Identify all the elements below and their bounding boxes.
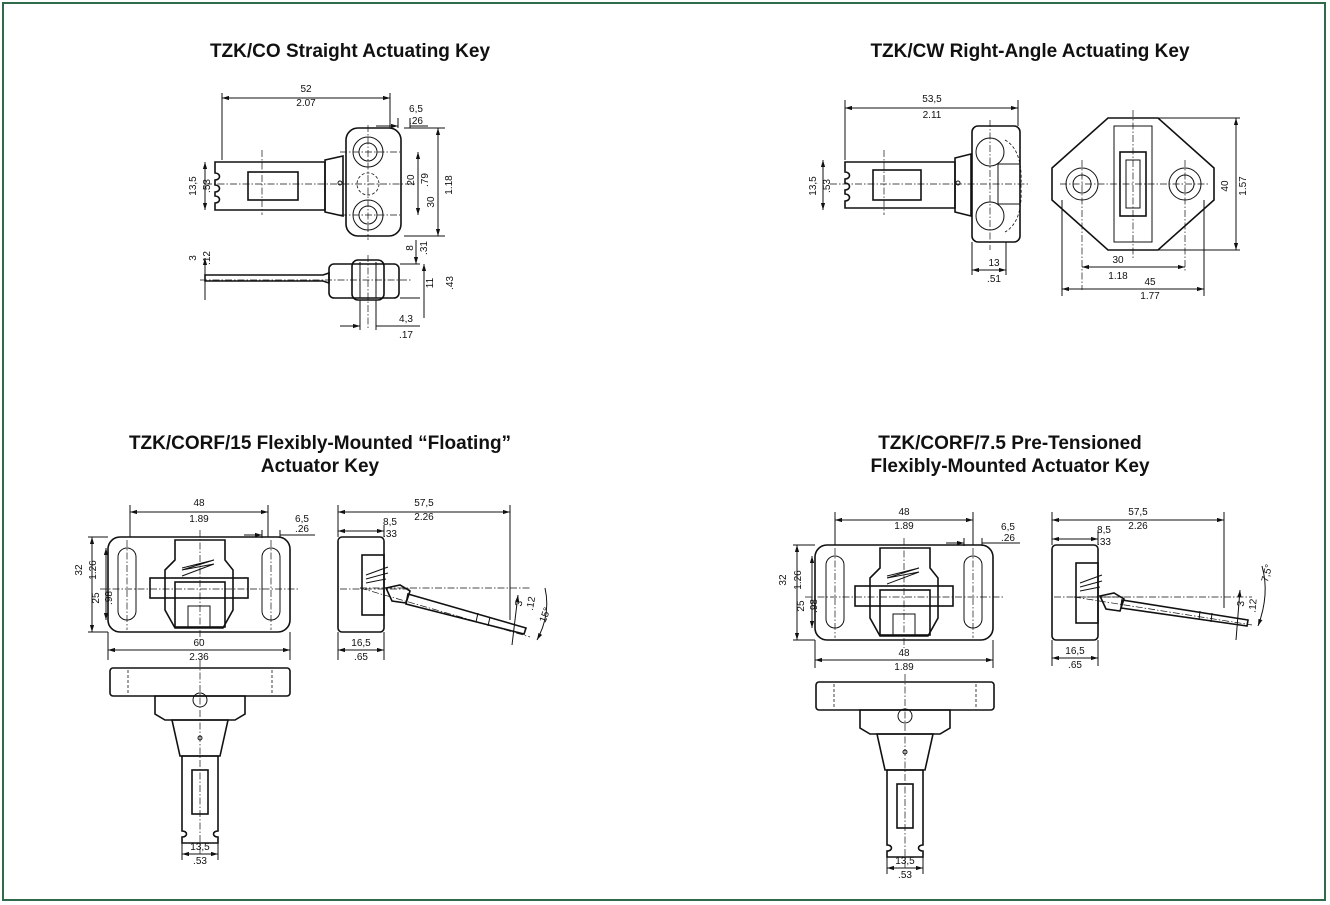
title-tzk-corf15: TZK/CORF/15 Flexibly-Mounted “Floating” …	[128, 433, 512, 477]
drawing-tzk-co-top	[202, 93, 445, 240]
dim-label: .33	[1097, 537, 1111, 548]
dims-tzk-cw-front: 30 1.18 45 1.77 40 1.57	[1108, 176, 1249, 302]
dim-label: 1.57	[1238, 176, 1249, 196]
dim-label: 60	[193, 638, 205, 649]
dim-label: 48	[898, 648, 910, 659]
dim-label: 11	[425, 277, 436, 288]
dim-label: 1.26	[793, 570, 804, 590]
dims-tzk-corf75-key: 13,5 .53	[895, 856, 915, 881]
dim-label: 30	[1112, 255, 1124, 266]
dim-label: .51	[987, 274, 1001, 285]
drawing-tzk-cw-side	[820, 100, 1030, 275]
dim-label: .31	[419, 241, 430, 255]
dim-label: 8,5	[1097, 525, 1111, 536]
dim-label: 4,3	[399, 314, 413, 325]
dim-label: .53	[202, 179, 213, 193]
dim-label: 20	[406, 174, 417, 186]
dim-label: 13,5	[188, 176, 199, 196]
drawing-tzk-corf75-side	[1051, 512, 1266, 666]
dim-label: 13,5	[808, 176, 819, 196]
dim-label: .53	[822, 179, 833, 193]
dim-label: 16,5	[351, 638, 371, 649]
drawing-tzk-corf15-side	[337, 505, 548, 660]
title-tzk-corf75: TZK/CORF/7.5 Pre-Tensioned Flexibly-Moun…	[870, 433, 1150, 477]
dim-label: 57,5	[414, 498, 434, 509]
drawing-tzk-co-side	[200, 240, 427, 330]
dim-label: 3	[514, 599, 526, 607]
dim-label: 8	[405, 245, 416, 251]
dim-label: .65	[1068, 660, 1082, 671]
dim-label: 6,5	[295, 514, 309, 525]
drawing-tzk-corf75-front	[793, 512, 1020, 668]
dim-label: 1.26	[88, 560, 99, 580]
dim-label: .12	[1247, 598, 1259, 613]
dim-label: 25	[91, 592, 102, 604]
dims-tzk-corf75-side: 57,5 2.26 8,5 .33 16,5 .65 3 .12 7,5°	[1065, 507, 1275, 671]
dim-label: .26	[1001, 533, 1015, 544]
dim-label: .43	[445, 276, 456, 290]
dim-label: .98	[809, 599, 820, 613]
dim-label: 3	[1236, 600, 1247, 607]
dim-label: 1.77	[1140, 291, 1160, 302]
dim-label: 40	[1220, 180, 1231, 192]
dim-label: .17	[399, 330, 413, 341]
dims-tzk-co-side: 3 .12 8 .31 11 .43 4,3 .17	[188, 241, 456, 341]
dim-label: 1.18	[444, 175, 455, 195]
dim-label: 6,5	[409, 104, 423, 115]
dim-label: .12	[525, 595, 538, 611]
dim-label: 3	[188, 255, 199, 261]
dim-label: .53	[898, 870, 912, 881]
drawing-tzk-corf15-front	[88, 505, 315, 660]
dim-label: .98	[104, 591, 115, 605]
dim-label: 48	[193, 498, 205, 509]
dim-label: 13	[988, 258, 1000, 269]
dim-label: .26	[409, 116, 423, 127]
dim-label: 8,5	[383, 517, 397, 528]
dim-label: 2.36	[189, 652, 209, 663]
dim-label: 1.89	[189, 514, 209, 525]
dim-label: .53	[193, 856, 207, 867]
dim-label: 15°	[538, 606, 554, 624]
dim-label: 52	[300, 84, 312, 95]
dim-label: 6,5	[1001, 522, 1015, 533]
dim-label: .26	[295, 524, 309, 535]
dim-label: 1.89	[894, 521, 914, 532]
dims-tzk-corf15-key: 13,5 .53	[190, 842, 210, 867]
dim-label: 13,5	[895, 856, 915, 867]
dim-label: .33	[383, 529, 397, 540]
dim-label: 2.07	[296, 98, 316, 109]
drawing-tzk-corf15-key	[109, 660, 291, 860]
dim-label: 2.26	[1128, 521, 1148, 532]
dims-tzk-co-top: 52 2.07 6,5 .26 13,5 .53 20 .79 30 1.18	[188, 84, 455, 208]
dim-label: .12	[202, 251, 213, 265]
dims-tzk-cw-side: 53,5 2.11 13,5 .53 13 .51	[808, 94, 1001, 285]
dim-label: 32	[74, 564, 85, 576]
dims-tzk-corf75-front: 48 1.89 6,5 .26 32 1.26 25 .98 48 1.89	[778, 507, 1015, 673]
drawing-tzk-corf75-key	[815, 674, 995, 874]
dim-label: 57,5	[1128, 507, 1148, 518]
dim-label: 48	[898, 507, 910, 518]
dim-label: 45	[1144, 277, 1156, 288]
title-tzk-co: TZK/CO Straight Actuating Key	[209, 41, 491, 62]
title-tzk-cw: TZK/CW Right-Angle Actuating Key	[870, 41, 1190, 62]
dims-tzk-corf15-side: 57,5 2.26 8,5 .33 16,5 .65 3 .12 15°	[351, 498, 553, 663]
dim-label: .79	[420, 173, 431, 187]
dim-label: 1.89	[894, 662, 914, 673]
dim-label: 53,5	[922, 94, 942, 105]
dims-tzk-corf15-front: 48 1.89 6,5 .26 32 1.26 25 .98 60 2.36	[74, 498, 309, 663]
dim-label: 25	[796, 600, 807, 612]
dim-label: 1.18	[1108, 271, 1128, 282]
dim-label: .65	[354, 652, 368, 663]
dim-label: 2.26	[414, 512, 434, 523]
dim-label: 2.11	[923, 110, 942, 121]
dim-label: 13,5	[190, 842, 210, 853]
dim-label: 7,5°	[1260, 563, 1275, 583]
dim-label: 32	[778, 574, 789, 586]
drawing-tzk-cw-front	[1051, 110, 1240, 296]
dim-label: 16,5	[1065, 646, 1085, 657]
dim-label: 30	[426, 196, 437, 208]
